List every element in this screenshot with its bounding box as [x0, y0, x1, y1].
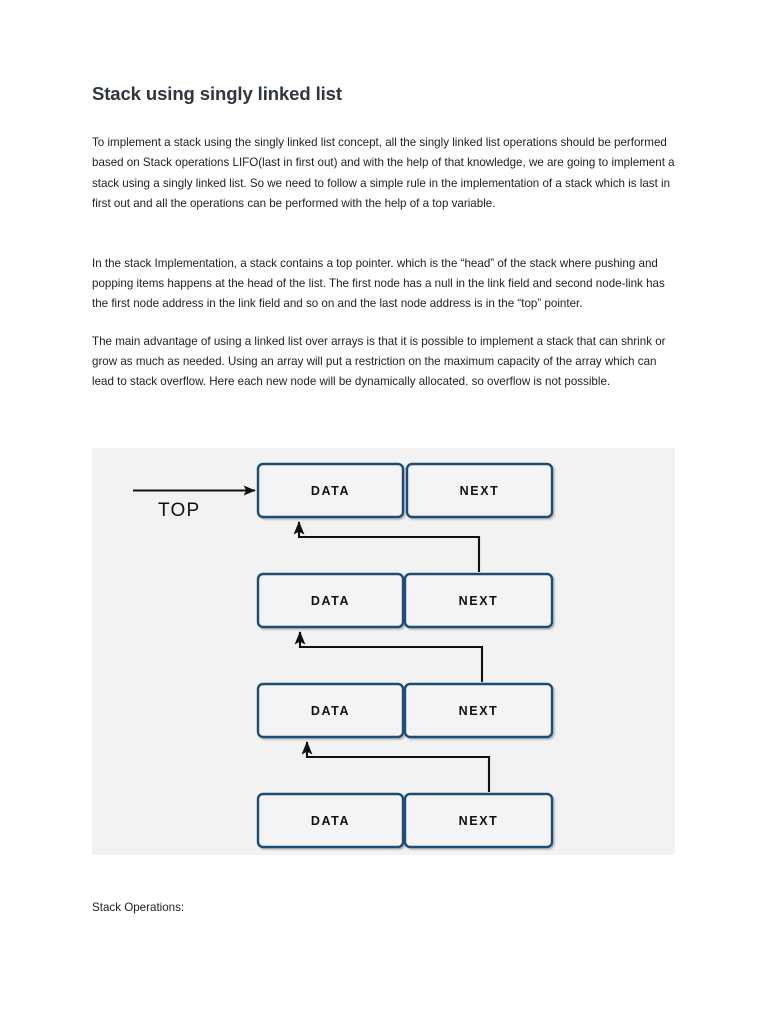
node-1: DATA NEXT	[256, 462, 554, 519]
node-1-next-box	[405, 462, 554, 519]
paragraph-intro: To implement a stack using the singly li…	[92, 136, 675, 210]
node-3: DATA NEXT	[256, 682, 554, 739]
connector-node4-to-node3	[301, 741, 491, 792]
node-2: DATA NEXT	[256, 572, 554, 629]
top-pointer: TOP	[133, 485, 256, 521]
node-2-next-label: NEXT	[459, 594, 499, 608]
paragraph-implementation: In the stack Implementation, a stack con…	[92, 256, 665, 311]
node-4: DATA NEXT	[256, 792, 554, 849]
node-3-data-box	[256, 682, 405, 739]
top-pointer-label: TOP	[158, 500, 200, 521]
connector-node2-to-node1	[293, 521, 481, 572]
node-4-data-box	[256, 792, 405, 849]
node-2-data-box	[256, 572, 405, 629]
node-1-data-box	[256, 462, 405, 519]
node-3-data-label: DATA	[311, 704, 350, 718]
node-2-next-box	[403, 572, 554, 629]
stack-operations-note: Stack Operations:	[92, 901, 185, 914]
paragraph-advantage: The main advantage of using a linked lis…	[92, 334, 666, 388]
connector-node3-to-node2	[294, 631, 484, 682]
node-2-data-label: DATA	[311, 594, 350, 608]
node-1-next-label: NEXT	[460, 484, 500, 498]
document-content: Stack using singly linked list To implem…	[92, 82, 675, 392]
node-4-next-box	[403, 792, 554, 849]
node-4-next-label: NEXT	[459, 814, 499, 828]
node-4-data-label: DATA	[311, 814, 350, 828]
node-3-next-label: NEXT	[459, 704, 499, 718]
node-1-data-label: DATA	[311, 484, 350, 498]
node-3-next-box	[403, 682, 554, 739]
page-title: Stack using singly linked list	[92, 83, 342, 104]
linked-list-stack-diagram: DATA NEXT TOP DATA NEXT DATA	[92, 448, 675, 855]
